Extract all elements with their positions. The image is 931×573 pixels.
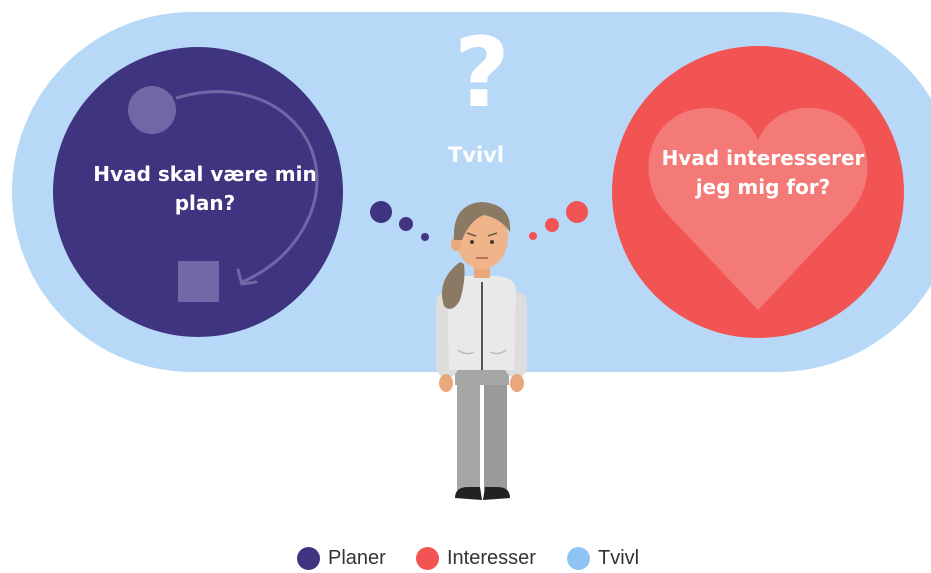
thought-bubble-large-left [370,201,392,223]
legend-item-interesser: Interesser [416,546,536,570]
person-figure [436,202,527,500]
right-eye [490,240,494,244]
plan-question-text: Hvad skal være min plan? [93,162,317,215]
legend-item-planer: Planer [297,546,386,570]
thought-bubble-medium-left [399,217,413,231]
legend-label-planer: Planer [328,546,386,569]
left-shoe [455,487,482,500]
right-hand [510,374,524,392]
legend-dot-interesser [416,546,439,570]
thought-bubble-large-right [566,201,588,223]
left-leg [457,378,480,490]
right-eyebrow [487,232,498,237]
left-eye [470,240,474,244]
jacket-pocket-right [489,349,507,355]
left-hand [439,374,453,392]
plan-arrow-path [175,90,319,285]
legend-dot-tvivl [567,546,590,570]
right-leg [484,378,507,490]
thought-bubble-small-right [529,232,537,240]
doubt-label: Tvivl [447,143,505,167]
plan-arrow-head [236,268,258,286]
interest-question-text: Hvad interesserer jeg mig for? [661,146,865,199]
legend-label-interesser: Interesser [447,546,536,569]
ear [451,237,461,251]
ponytail [442,262,465,309]
heart-icon [648,107,868,310]
hair [453,202,511,240]
legend-label-tvivl: Tvivl [598,546,640,569]
legend-item-tvivl: Tvivl [567,546,640,570]
plan-start-dot [128,86,176,134]
legend: Planer Interesser Tvivl [0,544,931,570]
thought-bubble-medium-right [545,218,559,232]
jacket-pocket-left [457,349,475,355]
left-eyebrow [466,232,477,237]
plan-end-square [178,261,219,302]
question-mark-icon: ? [454,17,510,129]
thought-bubble-small-left [421,233,429,241]
legend-dot-planer [297,546,320,570]
right-shoe [483,487,510,500]
